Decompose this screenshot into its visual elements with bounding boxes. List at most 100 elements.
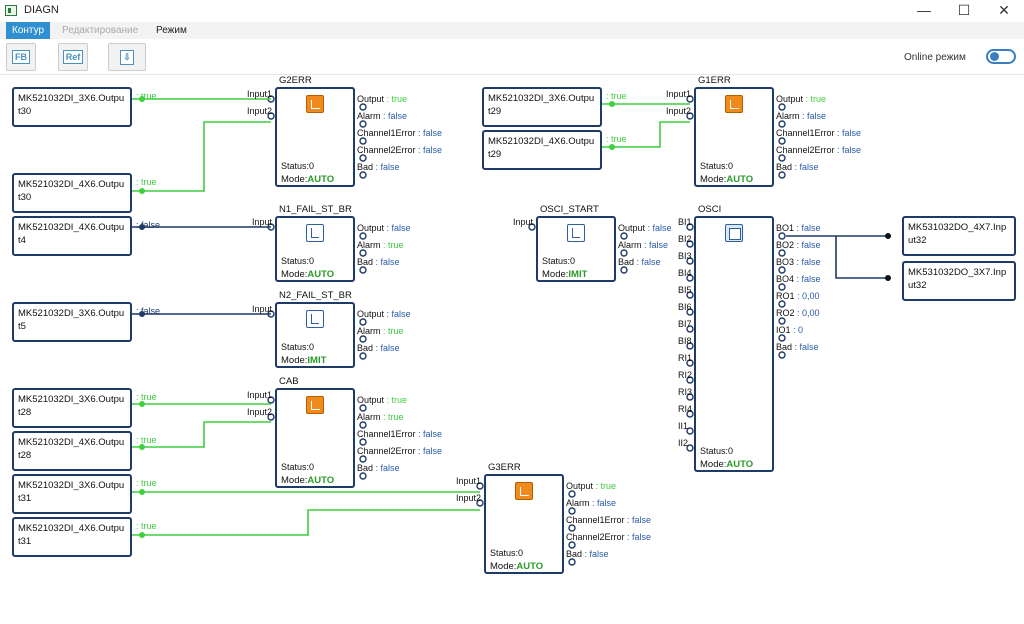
output-port-label: BO1 : false [776,223,821,233]
output-port-pin[interactable] [778,154,786,162]
output-port-pin[interactable] [620,232,628,240]
input-port-pin[interactable] [476,482,484,490]
input-port-pin[interactable] [686,257,694,265]
output-port-pin[interactable] [568,490,576,498]
input-port-pin[interactable] [686,359,694,367]
output-port-pin[interactable] [359,137,367,145]
output-port-pin[interactable] [359,103,367,111]
block-status: Status:0 [281,342,315,352]
output-port-pin[interactable] [778,300,786,308]
output-port-label: Bad : false [357,257,400,267]
output-port-label: Bad : false [566,549,609,559]
output-port-pin[interactable] [778,137,786,145]
output-port-pin[interactable] [568,524,576,532]
close-button[interactable]: ✕ [998,2,1010,18]
input-source-box[interactable]: MK521032DI_3X6.Output30 [12,87,132,127]
output-port-pin[interactable] [778,317,786,325]
input-port-pin[interactable] [686,393,694,401]
input-port-pin[interactable] [686,223,694,231]
output-port-pin[interactable] [359,472,367,480]
input-source-box[interactable]: MK521032DI_3X6.Output5 [12,302,132,342]
output-port-pin[interactable] [620,249,628,257]
input-source-box[interactable]: MK521032DI_3X6.Output29 [482,87,602,127]
input-port-pin[interactable] [267,396,275,404]
input-port-pin[interactable] [686,376,694,384]
input-port-pin[interactable] [686,274,694,282]
output-port-pin[interactable] [778,232,786,240]
output-port-value: : false [415,128,443,138]
maximize-button[interactable]: ☐ [957,2,971,18]
output-port-pin[interactable] [359,154,367,162]
input-port-pin[interactable] [686,342,694,350]
input-source-box[interactable]: MK521032DI_4X6.Output31 [12,517,132,557]
online-mode-toggle[interactable] [986,49,1016,64]
wire-junction [139,224,145,230]
menu-rezhim[interactable]: Режим [156,25,187,36]
minimize-button[interactable]: — [917,2,931,18]
output-target-box[interactable]: MK531032DO_3X7.Input32 [902,261,1016,301]
ref-button[interactable]: Ref [58,43,88,71]
output-port-pin[interactable] [359,352,367,360]
output-port-pin[interactable] [359,404,367,412]
input-port-pin[interactable] [686,95,694,103]
input-source-box[interactable]: MK521032DI_4X6.Output4 [12,216,132,256]
output-port-pin[interactable] [778,351,786,359]
output-port-pin[interactable] [778,266,786,274]
download-button[interactable]: ⇩ [108,43,146,71]
output-port-pin[interactable] [359,438,367,446]
output-port-pin[interactable] [778,334,786,342]
output-port-pin[interactable] [359,455,367,463]
input-port-pin[interactable] [686,410,694,418]
input-source-box[interactable]: MK521032DI_4X6.Output30 [12,173,132,213]
output-port-pin[interactable] [359,266,367,274]
input-source-box[interactable]: MK521032DI_4X6.Output29 [482,130,602,170]
output-port-name: Channel1Error [566,515,625,525]
output-port-pin[interactable] [359,335,367,343]
input-port-pin[interactable] [686,112,694,120]
input-port-label: RI4 [678,404,693,414]
input-source-box[interactable]: MK521032DI_3X6.Output28 [12,388,132,428]
input-port-pin[interactable] [686,291,694,299]
input-source-box[interactable]: MK521032DI_4X6.Output28 [12,431,132,471]
input-port-pin[interactable] [476,499,484,507]
output-port-pin[interactable] [568,558,576,566]
input-port-pin[interactable] [686,427,694,435]
input-port-pin[interactable] [267,413,275,421]
output-port-pin[interactable] [359,232,367,240]
input-port-pin[interactable] [686,308,694,316]
output-port-pin[interactable] [778,120,786,128]
output-port-pin[interactable] [778,171,786,179]
output-port-pin[interactable] [359,171,367,179]
output-port-pin[interactable] [568,507,576,515]
output-port-pin[interactable] [568,541,576,549]
menu-kontur[interactable]: Контур [6,22,51,39]
output-port-pin[interactable] [778,283,786,291]
input-port-pin[interactable] [267,112,275,120]
input-port-pin[interactable] [686,240,694,248]
output-port-label: Output : false [357,309,411,319]
output-port-pin[interactable] [778,249,786,257]
fb-button[interactable]: FB [6,43,36,71]
input-port-pin[interactable] [686,325,694,333]
output-port-pin[interactable] [359,120,367,128]
wire-junction [609,144,615,150]
output-port-pin[interactable] [778,103,786,111]
output-port-pin[interactable] [359,421,367,429]
input-source-box[interactable]: MK521032DI_3X6.Output31 [12,474,132,514]
output-port-label: Output : true [776,94,826,104]
input-port-pin[interactable] [686,444,694,452]
output-target-box[interactable]: MK531032DO_4X7.Input32 [902,216,1016,256]
output-port-pin[interactable] [359,249,367,257]
output-port-pin[interactable] [359,318,367,326]
input-port-pin[interactable] [528,223,536,231]
menu-redaktirovanie[interactable]: Редактирование [62,25,139,36]
output-port-pin[interactable] [620,266,628,274]
